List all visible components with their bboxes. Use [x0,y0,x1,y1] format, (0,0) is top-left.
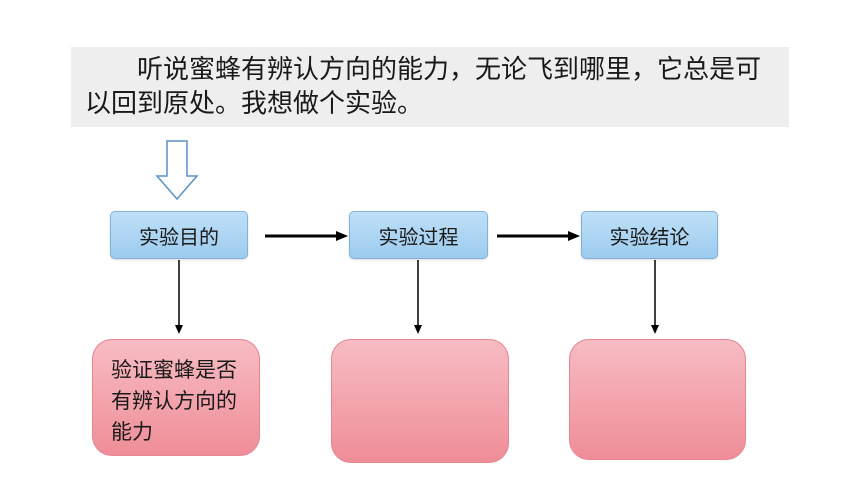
arrow-head-step1-to-step2 [336,231,348,241]
step-conclusion-label: 实验结论 [609,224,690,249]
hollow-down-arrow [155,140,199,201]
intro-text: 听说蜜蜂有辨认方向的能力，无论飞到哪里，它总是可以回到原处。我想做个实验。 [85,55,762,119]
arrow-head-step2-to-step3 [568,231,580,241]
arrow-head-step3-down [651,325,659,334]
result-box-conclusion [569,339,746,460]
step-purpose: 实验目的 [110,211,248,259]
arrow-head-step1-down [175,325,183,334]
arrow-head-step2-down [414,325,422,334]
step-process-label: 实验过程 [378,224,459,249]
step-process: 实验过程 [349,211,488,259]
result-purpose-text: 验证蜜蜂是否有辨认方向的能力 [111,358,237,444]
step-purpose-label: 实验目的 [139,224,219,249]
intro-text-box: 听说蜜蜂有辨认方向的能力，无论飞到哪里，它总是可以回到原处。我想做个实验。 [71,47,789,127]
result-box-purpose: 验证蜜蜂是否有辨认方向的能力 [92,339,260,456]
step-conclusion: 实验结论 [581,211,718,259]
result-box-process [331,339,509,463]
